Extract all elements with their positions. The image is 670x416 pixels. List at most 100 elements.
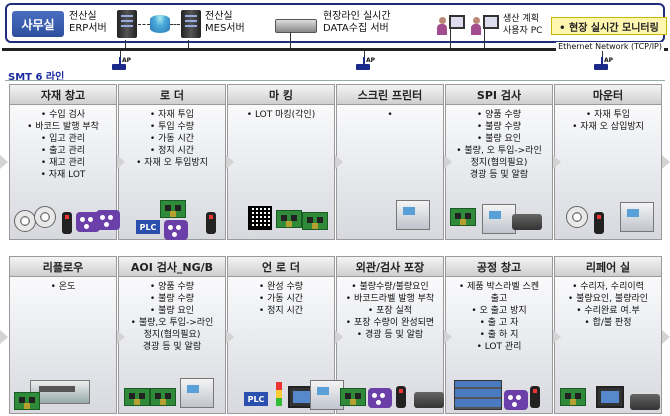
barcode-scanner-icon (62, 212, 72, 234)
station-title: AOI 검사_NG/B (119, 257, 225, 277)
station-function-list: LOT 마킹(각인) (228, 105, 334, 121)
station-function-list (337, 105, 443, 121)
station-function-item: • 불량 수량 (476, 122, 522, 132)
mounter-icon (620, 202, 654, 232)
flow-arrow (0, 330, 8, 344)
station-function-item: • 제품 박스라벨 스켄 (458, 282, 540, 292)
pcb-board-icon (302, 212, 328, 230)
connector (290, 32, 291, 48)
planner-person-icon (437, 17, 447, 35)
station-function-item: 불량수량/불량요인 (339, 281, 441, 293)
station-title: 마운터 (555, 85, 661, 105)
station-function-item: 입고 관리 (12, 133, 114, 145)
flow-arrow (553, 330, 561, 344)
pcb-board-icon (124, 388, 150, 406)
flow-arrow (444, 330, 452, 344)
process-station: 외관/검사 포장불량수량/불량요인바코드라벨 발행 부착포장 실적포장 수량이 … (336, 256, 444, 414)
station-function-item: 정지 시간 (230, 305, 332, 317)
box-icon (504, 390, 528, 410)
spi-inspection-icon (482, 204, 516, 234)
barcode-scanner-icon (530, 386, 540, 408)
station-function-item: 재고 관리 (12, 157, 114, 169)
station-title: 스크린 프린터 (337, 85, 443, 105)
station-function-item: 온도 (12, 281, 114, 293)
station-function-item: 정지(협의필요) (470, 158, 528, 168)
parts-tray-icon (368, 388, 392, 408)
connector (188, 40, 189, 48)
station-function-item: • 출 고 자 (479, 318, 519, 328)
station-function-list: • 수리자, 수리이력• 불량요인, 불량라인• 수리완료 여.부• 합/불 판… (555, 277, 661, 329)
station-function-item: 출고 관리 (12, 145, 114, 157)
flow-arrow (553, 155, 561, 169)
aoi-inspection-icon (180, 378, 214, 408)
flow-arrow (335, 155, 343, 169)
erp-server-label: 전산실 ERP서버 (69, 11, 107, 34)
pcb-board-icon (150, 388, 176, 406)
ap-connector (602, 51, 603, 59)
flow-arrow (0, 155, 8, 169)
mes-server-label: 전산실 MES서버 (205, 11, 245, 34)
process-station: AOI 검사_NG/B• 양품 수량• 불량 수량• 불량 요인• 불량,오 투… (118, 256, 226, 414)
station-function-item: • 출 하 지 (479, 330, 519, 340)
station-function-item: • 불량 요인 (149, 306, 195, 316)
flow-arrow (226, 330, 234, 344)
component-reel-icon (34, 206, 56, 228)
warehouse-shelf-icon (454, 380, 502, 410)
ap-connector (120, 51, 121, 59)
soldering-tool-icon (630, 394, 660, 410)
pcb-board-icon (276, 210, 302, 228)
station-function-item: 자재 오 삽입방지 (557, 121, 659, 133)
data-collection-server-icon (275, 19, 317, 33)
station-function-list: 자재 투입투입 수량가동 시간정지 시간자재 오 투입방지 (119, 105, 225, 169)
station-function-item: • 양품 수량 (476, 110, 522, 120)
qr-code-icon (248, 206, 272, 230)
connector (450, 28, 451, 48)
planning-pc-label: 생산 계획 사용자 PC (503, 14, 543, 36)
repair-pc-icon (596, 386, 624, 408)
ap-connector (364, 51, 365, 59)
component-reel-icon (566, 206, 588, 228)
station-function-item: 포장 수량이 완성되면 (339, 317, 441, 329)
station-function-item: 투입 수량 (121, 121, 223, 133)
station-title: 리플로우 (10, 257, 116, 277)
station-function-item: 정지(협의필요) (143, 330, 201, 340)
station-title: 언 로 더 (228, 257, 334, 277)
station-function-item: • 수리완료 여.부 (576, 306, 640, 316)
station-function-item: 가동 시간 (230, 293, 332, 305)
access-point-icon: AP (592, 57, 613, 71)
mes-server-icon (181, 10, 201, 38)
station-title: 자재 창고 (10, 85, 116, 105)
process-station: 리페어 실• 수리자, 수리이력• 불량요인, 불량라인• 수리완료 여.부• … (554, 256, 662, 414)
unloader-icon (310, 380, 344, 410)
station-function-item: 가동 시간 (121, 133, 223, 145)
station-function-item: • 수리자, 수리이력 (572, 282, 644, 292)
station-function-item: • 합/불 판정 (584, 318, 632, 328)
access-point-icon: AP (110, 57, 131, 71)
station-function-item: 경광 등 및 알람 (469, 170, 529, 180)
station-function-list: 자재 투입자재 오 삽입방지 (555, 105, 661, 133)
station-function-item: 경광 등 및 알람 (339, 329, 441, 341)
barcode-scanner-icon (594, 212, 604, 234)
station-function-item: 수입 검사 (12, 109, 114, 121)
pcb-board-icon (560, 388, 586, 406)
ethernet-network-label: Ethernet Network (TCP/IP) (556, 42, 664, 51)
erp-server-icon (117, 10, 137, 38)
station-function-item: 바코드라벨 발행 부착 (339, 293, 441, 305)
inspection-tool-icon (512, 214, 542, 230)
planner-pc-icon-2 (483, 15, 499, 29)
station-function-item: 자재 오 투입방지 (121, 157, 223, 169)
erp-database-icon (150, 15, 170, 33)
data-collection-server-label: 현장라인 실시간 DATA수집 서버 (323, 11, 391, 34)
barcode-scanner-icon (206, 212, 216, 234)
signal-tower-icon (276, 382, 282, 406)
station-function-item: • 불량 요인 (476, 134, 522, 144)
smt-line-label: SMT 6 라인 (8, 72, 65, 83)
station-function-list: 불량수량/불량요인바코드라벨 발행 부착포장 실적포장 수량이 완성되면경광 등… (337, 277, 443, 341)
connector (484, 28, 485, 48)
station-function-item: • 오 출고 방지 (471, 306, 527, 316)
station-title: 마 킹 (228, 85, 334, 105)
station-function-list: 수입 검사바코드 발행 부착입고 관리출고 관리재고 관리자재 LOT (10, 105, 116, 181)
station-function-item (339, 109, 441, 121)
flow-arrow (117, 155, 125, 169)
